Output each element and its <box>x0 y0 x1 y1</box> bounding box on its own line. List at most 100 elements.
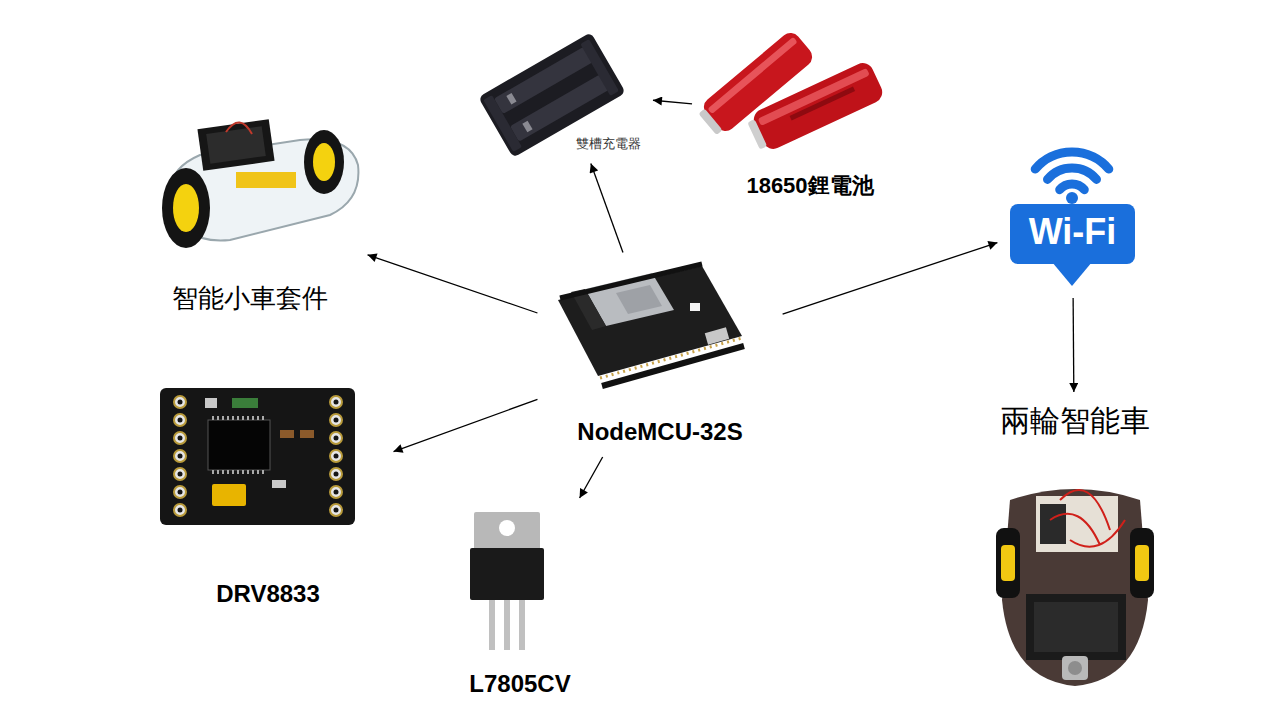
nodemcu-illustration-part <box>705 327 729 345</box>
regulator-illustration-part <box>474 512 540 552</box>
drv8833-illustration-part <box>232 398 258 408</box>
wifi-badge-part <box>1066 192 1078 204</box>
car-kit-illustration-part <box>162 168 210 248</box>
drv8833-illustration-part <box>212 484 246 506</box>
battery-illustration-part-part <box>698 109 722 136</box>
component-label: NodeMCU-32S <box>577 418 742 446</box>
regulator-illustration-part <box>519 600 525 650</box>
regulator-illustration <box>470 512 544 650</box>
drv8833-illustration-part <box>212 418 266 472</box>
drv8833-illustration-part-part <box>334 400 339 405</box>
nodemcu-illustration-part <box>690 303 700 311</box>
wifi-badge-part <box>1010 204 1135 264</box>
component-node: 兩輪智能車 <box>985 400 1165 690</box>
drv8833-illustration-part-part <box>178 508 183 513</box>
component-node: 18650鋰電池 <box>700 30 920 200</box>
two-wheel-car-illustration-part <box>1135 545 1149 581</box>
component-label: Wi-Fi <box>1029 211 1117 252</box>
charger-illustration-part <box>522 121 532 133</box>
two-wheel-car-illustration-part <box>1001 545 1015 581</box>
component-label: 智能小車套件 <box>172 284 328 314</box>
two-wheel-car-illustration-part <box>1068 661 1082 675</box>
drv8833-illustration-part-part <box>174 450 186 462</box>
drv8833-illustration-part <box>272 480 286 488</box>
drv8833-illustration-part <box>174 396 342 516</box>
regulator-illustration-part <box>499 520 515 536</box>
drv8833-illustration-part-part <box>174 414 186 426</box>
battery-illustration-part-part <box>758 68 870 126</box>
car-kit-illustration-part <box>313 143 335 181</box>
drv8833-illustration-part-part <box>174 468 186 480</box>
drv8833-illustration-part-part <box>334 508 339 513</box>
wifi-icon-part <box>1048 168 1097 179</box>
car-kit-illustration-part <box>236 172 296 188</box>
component-label: L7805CV <box>469 670 570 698</box>
two-wheel-car-illustration-part <box>1002 489 1148 686</box>
wifi-badge <box>1010 192 1135 286</box>
regulator-illustration-part <box>470 548 544 600</box>
drv8833-illustration-part-part <box>174 396 186 408</box>
component-node: 雙槽充電器 <box>485 28 645 156</box>
battery-illustration-part-part <box>747 119 767 150</box>
drv8833-illustration-part-part <box>330 432 342 444</box>
component-label: 兩輪智能車 <box>1000 404 1150 439</box>
two-wheel-car-illustration-part <box>1062 656 1088 680</box>
drv8833-illustration <box>160 388 355 525</box>
component-node: Wi-Fi <box>1005 145 1140 290</box>
nodemcu-illustration <box>558 264 744 386</box>
component-node: NodeMCU-32S <box>545 260 775 450</box>
drv8833-illustration-part <box>178 400 339 513</box>
drv8833-illustration-part-part <box>334 436 339 441</box>
drv8833-illustration-part-part <box>334 454 339 459</box>
drv8833-illustration-part <box>280 430 294 438</box>
drv8833-illustration-part-part <box>330 396 342 408</box>
arrow-connector <box>1072 298 1074 392</box>
drv8833-illustration-part <box>208 420 270 470</box>
wifi-badge-part <box>1052 262 1092 286</box>
drv8833-illustration-part-part <box>330 504 342 516</box>
nodemcu-illustration-part <box>560 264 702 298</box>
car-kit-illustration-part <box>173 184 199 232</box>
arrow-connector <box>783 243 998 315</box>
drv8833-illustration-part-part <box>178 490 183 495</box>
component-label: 18650鋰電池 <box>746 173 873 198</box>
drv8833-illustration-part-part <box>178 472 183 477</box>
arrow-connector <box>394 399 538 451</box>
arrow-connector <box>368 255 538 313</box>
regulator-illustration-part <box>489 600 495 650</box>
drv8833-illustration-part-part <box>174 486 186 498</box>
two-wheel-car-illustration-part <box>1040 504 1066 544</box>
car-kit-illustration-part <box>206 126 266 164</box>
drv8833-illustration-part-part <box>178 400 183 405</box>
drv8833-illustration-part <box>300 430 314 438</box>
drv8833-illustration-part-part <box>174 432 186 444</box>
wifi-icon <box>1035 152 1109 190</box>
drv8833-illustration-part <box>160 388 355 525</box>
component-label: DRV8833 <box>216 580 320 608</box>
charger-illustration-part <box>483 95 522 152</box>
wifi-icon-part <box>1035 152 1109 169</box>
nodemcu-illustration-part <box>558 266 742 376</box>
charger-illustration-part <box>506 93 516 105</box>
drv8833-illustration-part-part <box>330 450 342 462</box>
battery-illustration-part <box>745 59 886 155</box>
drv8833-illustration-part-part <box>330 486 342 498</box>
two-wheel-car-illustration-part <box>1130 528 1154 598</box>
component-label: 雙槽充電器 <box>576 137 641 152</box>
battery-illustration <box>695 29 886 155</box>
drv8833-illustration-part-part <box>334 418 339 423</box>
drv8833-illustration-part-part <box>178 454 183 459</box>
car-kit-illustration <box>162 119 358 248</box>
drv8833-illustration-part-part <box>334 472 339 477</box>
charger-illustration-part <box>580 39 619 96</box>
drv8833-illustration-part <box>205 398 217 408</box>
component-node: DRV8833 <box>150 383 386 611</box>
drv8833-illustration-part-part <box>330 468 342 480</box>
two-wheel-car-illustration-part <box>996 528 1020 598</box>
two-wheel-car-illustration <box>996 489 1154 686</box>
arrow-connector <box>591 164 623 253</box>
car-kit-illustration-part <box>226 122 252 134</box>
drv8833-illustration-part-part <box>178 418 183 423</box>
component-node: L7805CV <box>455 505 585 703</box>
